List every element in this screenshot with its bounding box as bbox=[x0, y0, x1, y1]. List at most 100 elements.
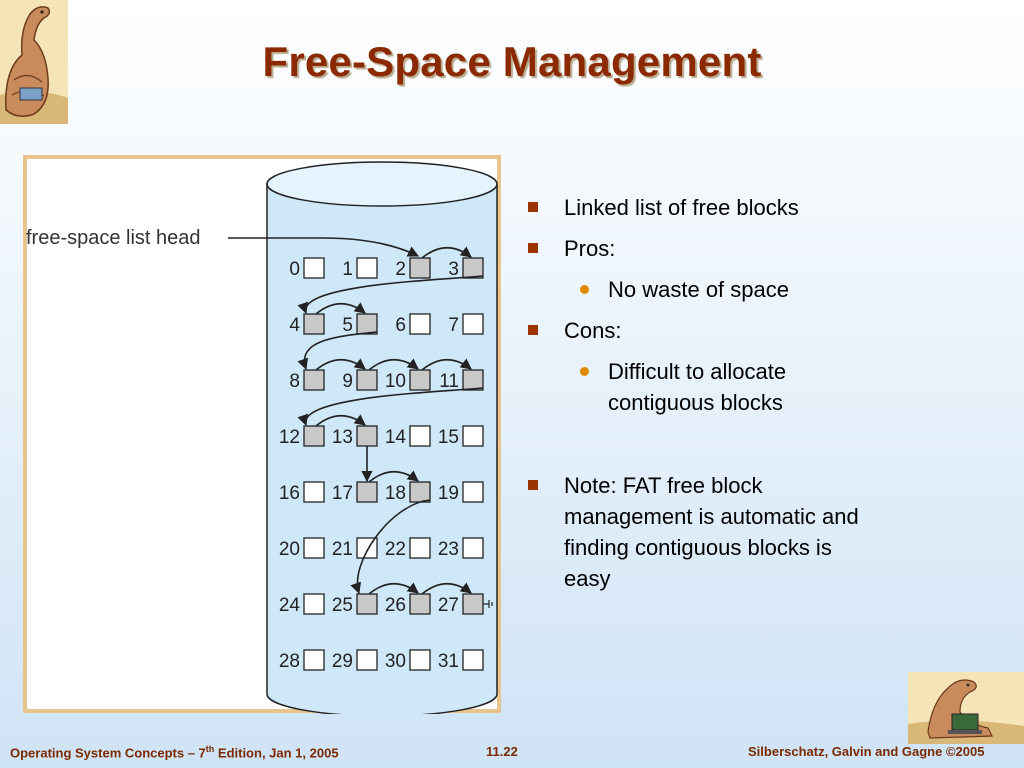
block-number-label: 12 bbox=[279, 427, 300, 448]
next-free-block-pointer-arrow bbox=[368, 470, 419, 483]
block-number-label: 18 bbox=[385, 483, 406, 504]
block-number-label: 3 bbox=[448, 259, 459, 280]
block-number-label: 31 bbox=[438, 651, 459, 672]
bullet-text: Note: FAT free block bbox=[564, 473, 763, 498]
square-bullet-icon bbox=[528, 202, 538, 212]
footer-superscript: th bbox=[205, 744, 215, 754]
free-block bbox=[409, 593, 431, 615]
block-number-label: 17 bbox=[332, 483, 353, 504]
slide-number: 11.22 bbox=[486, 744, 518, 759]
next-free-block-pointer-arrow bbox=[421, 358, 472, 371]
block-number-label: 29 bbox=[332, 651, 353, 672]
block-number-label: 10 bbox=[385, 371, 406, 392]
list-head-pointer-arrow bbox=[228, 237, 420, 257]
block-number-label: 2 bbox=[395, 259, 406, 280]
free-block bbox=[409, 369, 431, 391]
allocated-block bbox=[303, 481, 325, 503]
block-number-label: 14 bbox=[385, 427, 407, 448]
bullet-text: contiguous blocks bbox=[608, 390, 783, 415]
footer-course-text: Operating System Concepts – 7 bbox=[10, 745, 206, 761]
bullet-text: management is automatic and bbox=[564, 504, 859, 529]
bullet-text: Cons: bbox=[564, 318, 622, 343]
allocated-block bbox=[409, 649, 431, 671]
block-number-label: 1 bbox=[342, 259, 353, 280]
block-number-label: 7 bbox=[448, 315, 459, 336]
allocated-block bbox=[356, 537, 378, 559]
next-free-block-pointer-arrow bbox=[368, 358, 419, 371]
free-block bbox=[356, 425, 378, 447]
square-bullet-icon bbox=[528, 243, 538, 253]
allocated-block bbox=[462, 649, 484, 671]
next-free-block-pointer-arrow bbox=[421, 246, 472, 259]
free-block bbox=[303, 313, 325, 335]
allocated-block bbox=[409, 425, 431, 447]
block-number-label: 19 bbox=[438, 483, 459, 504]
allocated-block bbox=[462, 313, 484, 335]
free-block bbox=[462, 369, 484, 391]
block-number-label: 9 bbox=[342, 371, 353, 392]
next-free-block-pointer-arrow bbox=[297, 331, 378, 371]
free-block bbox=[303, 369, 325, 391]
next-free-block-pointer-arrow bbox=[350, 499, 431, 595]
next-free-block-pointer-arrow bbox=[297, 275, 484, 315]
free-block bbox=[409, 257, 431, 279]
block-number-label: 25 bbox=[332, 595, 353, 616]
slide-title: Free-Space Management bbox=[262, 38, 762, 85]
footer-course-text: Edition, Jan 1, 2005 bbox=[214, 745, 339, 761]
block-number-label: 16 bbox=[279, 483, 300, 504]
free-block bbox=[462, 257, 484, 279]
allocated-block bbox=[462, 425, 484, 447]
bullet-text: finding contiguous blocks is bbox=[564, 535, 832, 560]
block-number-label: 21 bbox=[332, 539, 353, 560]
free-space-list-head-label: free-space list head bbox=[26, 227, 201, 249]
bullet-text: Pros: bbox=[564, 236, 616, 261]
round-bullet-icon bbox=[580, 367, 589, 376]
free-block bbox=[356, 369, 378, 391]
dinosaur-laptop-logo bbox=[908, 672, 1024, 744]
block-number-label: 23 bbox=[438, 539, 459, 560]
allocated-block bbox=[409, 313, 431, 335]
block-number-label: 5 bbox=[342, 315, 353, 336]
bullet-text: Linked list of free blocks bbox=[564, 195, 799, 220]
footer-authors: Silberschatz, Galvin and Gagne ©2005 bbox=[748, 744, 985, 759]
allocated-block bbox=[303, 649, 325, 671]
block-number-label: 6 bbox=[395, 315, 406, 336]
allocated-block bbox=[303, 593, 325, 615]
block-number-label: 15 bbox=[438, 427, 459, 448]
free-block bbox=[462, 593, 484, 615]
allocated-block bbox=[409, 537, 431, 559]
bullet-text: Difficult to allocate bbox=[608, 359, 787, 384]
null-pointer-ground-icon bbox=[483, 600, 493, 608]
free-block bbox=[409, 481, 431, 503]
block-number-label: 27 bbox=[438, 595, 459, 616]
next-free-block-pointer-arrow bbox=[421, 582, 472, 595]
square-bullet-icon bbox=[528, 325, 538, 335]
free-block bbox=[356, 593, 378, 615]
next-free-block-pointer-arrow bbox=[315, 302, 366, 315]
bullet-text: No waste of space bbox=[608, 277, 789, 302]
free-block bbox=[356, 481, 378, 503]
allocated-block bbox=[462, 537, 484, 559]
square-bullet-icon bbox=[528, 480, 538, 490]
block-number-label: 24 bbox=[279, 595, 301, 616]
allocated-block bbox=[462, 481, 484, 503]
block-number-label: 0 bbox=[289, 259, 300, 280]
block-number-label: 28 bbox=[279, 651, 300, 672]
free-block bbox=[356, 313, 378, 335]
bullet-text: easy bbox=[564, 566, 611, 591]
block-number-label: 20 bbox=[279, 539, 300, 560]
block-number-label: 26 bbox=[385, 595, 406, 616]
allocated-block bbox=[303, 257, 325, 279]
allocated-block bbox=[356, 257, 378, 279]
block-number-label: 30 bbox=[385, 651, 406, 672]
block-number-label: 4 bbox=[289, 315, 300, 336]
round-bullet-icon bbox=[580, 285, 589, 294]
allocated-block bbox=[356, 649, 378, 671]
block-number-label: 13 bbox=[332, 427, 353, 448]
footer-course: Operating System Concepts – 7th Edition,… bbox=[10, 744, 339, 760]
block-number-label: 8 bbox=[289, 371, 300, 392]
next-free-block-pointer-arrow bbox=[297, 387, 484, 427]
dinosaur-logo bbox=[0, 0, 68, 124]
block-number-label: 22 bbox=[385, 539, 406, 560]
